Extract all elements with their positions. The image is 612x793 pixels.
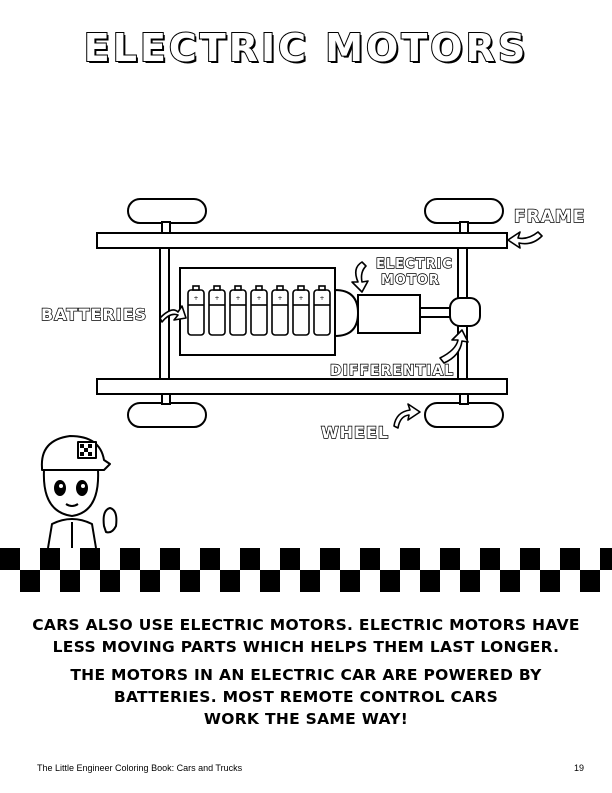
svg-text:+: + — [214, 295, 219, 302]
label-differential: DIFFERENTIAL — [330, 363, 454, 379]
differential — [449, 297, 481, 327]
wheel-front-left — [127, 198, 207, 224]
arrow-batteries-icon — [159, 305, 187, 323]
wheel-rear-right — [424, 402, 504, 428]
svg-text:+: + — [235, 295, 240, 302]
waving-hand — [102, 507, 118, 534]
arrow-wheel-icon — [393, 403, 421, 429]
label-batteries: BATTERIES — [41, 305, 147, 324]
electric-motor — [357, 294, 421, 334]
svg-text:+: + — [193, 295, 198, 302]
svg-text:+: + — [319, 295, 324, 302]
footer-book-title: The Little Engineer Coloring Book: Cars … — [37, 763, 243, 773]
label-electric-motor-line2: MOTOR — [381, 273, 440, 288]
wheel-front-right — [424, 198, 504, 224]
paragraph-1: CARS ALSO USE ELECTRIC MOTORS. ELECTRIC … — [0, 614, 612, 658]
checkered-flag-band — [0, 548, 612, 592]
label-wheel: WHEEL — [321, 423, 389, 440]
paragraph-2-line-1: THE MOTORS IN AN ELECTRIC CAR ARE POWERE… — [70, 666, 542, 684]
paragraph-2: THE MOTORS IN AN ELECTRIC CAR ARE POWERE… — [0, 664, 612, 730]
arrow-differential-icon — [439, 329, 469, 364]
cap — [40, 435, 111, 471]
car-chassis-diagram: + + + + + + + FRAME ELECTRIC MOTOR BATTE… — [40, 198, 585, 440]
paragraph-1-line-2: LESS MOVING PARTS WHICH HELPS THEM LAST … — [52, 638, 560, 656]
svg-text:+: + — [298, 295, 303, 302]
paragraph-2-line-2: BATTERIES. MOST REMOTE CONTROL CARS — [113, 688, 499, 706]
frame-cross-member-bottom — [96, 378, 508, 395]
engineer-kid-illustration — [40, 435, 118, 549]
arrow-frame-icon — [507, 231, 543, 249]
frame-cross-member-top — [96, 232, 508, 249]
svg-text:+: + — [277, 295, 282, 302]
svg-text:+: + — [256, 295, 261, 302]
drive-shaft — [419, 307, 453, 318]
label-electric-motor-line1: ELECTRIC — [376, 257, 453, 272]
motor-end-cap — [334, 288, 360, 338]
paragraph-2-line-3: WORK THE SAME WAY! — [203, 710, 409, 728]
label-frame: FRAME — [514, 207, 585, 227]
wheel-rear-left — [127, 402, 207, 428]
face — [42, 469, 100, 517]
page-title: ELECTRIC MOTORS — [83, 25, 529, 71]
battery-cells: + + + + + + + — [187, 285, 331, 336]
footer-page-number: 19 — [573, 763, 584, 773]
arrow-motor-icon — [351, 261, 369, 293]
paragraph-1-line-1: CARS ALSO USE ELECTRIC MOTORS. ELECTRIC … — [32, 616, 580, 634]
